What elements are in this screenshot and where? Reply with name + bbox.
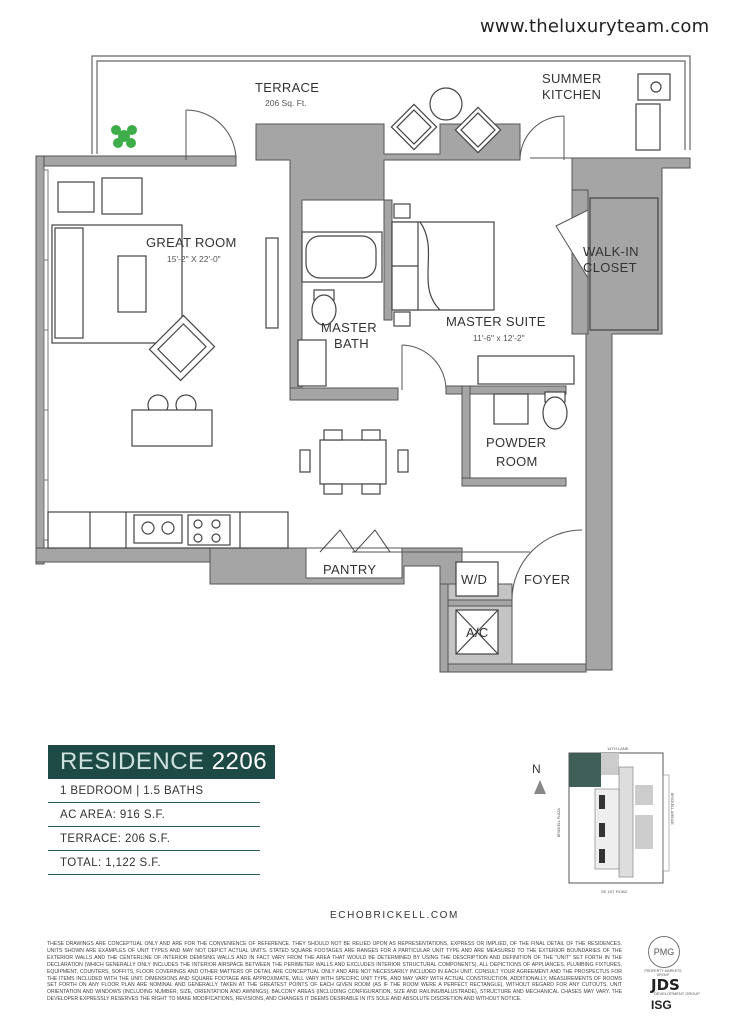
terrace-area-info: TERRACE: 206 S.F. xyxy=(60,833,171,845)
residence-title: RESIDENCE 2206 xyxy=(60,748,267,776)
keyplan-bottom-street: SE 1ST ROAD xyxy=(601,889,627,894)
terrace-railing xyxy=(91,55,691,154)
total-area: TOTAL: 1,122 S.F. xyxy=(60,857,161,869)
keyplan-right-street: BRICKELL AVENUE xyxy=(670,793,674,825)
terrace-label: TERRACE xyxy=(255,80,319,95)
divider xyxy=(48,874,260,875)
bed-icon xyxy=(391,203,495,327)
master-suite-dim: 11'-6" x 12'-2" xyxy=(473,333,525,343)
floor-plan: TERRACE 206 Sq. Ft. SUMMER KITCHEN GREAT… xyxy=(35,55,691,673)
beds-baths: 1 BEDROOM | 1.5 BATHS xyxy=(60,785,204,797)
walk-in-closet-label-2: CLOSET xyxy=(583,260,637,275)
armchair-icon xyxy=(57,181,95,213)
powder-room-label-2: ROOM xyxy=(496,454,538,469)
sofa-icon xyxy=(54,227,84,339)
powder-room-label-1: POWDER xyxy=(486,435,546,450)
divider xyxy=(48,802,260,803)
summer-kitchen-label-1: SUMMER xyxy=(542,71,602,86)
terrace-area: 206 Sq. Ft. xyxy=(265,98,307,108)
residence-banner xyxy=(48,745,275,779)
great-room-label: GREAT ROOM xyxy=(146,235,237,250)
great-room-dim: 15'-2" X 22'-0" xyxy=(167,254,221,264)
armchair-icon xyxy=(148,314,216,382)
toilet-icon xyxy=(311,289,337,326)
wd-label: W/D xyxy=(461,572,487,587)
walk-in-closet-label-1: WALK-IN xyxy=(583,244,639,259)
jds-logo-sub: DEVELOPMENT GROUP xyxy=(654,991,700,996)
toilet-icon xyxy=(542,391,568,430)
master-bath-label-2: BATH xyxy=(334,336,369,351)
jds-logo: JDS xyxy=(651,976,680,994)
residence-label: RESIDENCE xyxy=(60,748,205,775)
master-bath-label-1: MASTER xyxy=(321,320,377,335)
divider xyxy=(48,850,260,851)
north-arrow-icon xyxy=(534,780,546,794)
ac-label: A/C xyxy=(466,625,489,640)
plant-icon xyxy=(111,125,137,148)
pantry-label: PANTRY xyxy=(323,562,376,577)
website-url[interactable]: www.theluxuryteam.com xyxy=(480,16,710,37)
keyplan-left-street: BRICKELL PLAZA xyxy=(557,807,561,837)
walls xyxy=(35,123,691,673)
bathtub-icon xyxy=(301,231,383,283)
armchair-icon xyxy=(101,177,143,215)
summer-kitchen-label-2: KITCHEN xyxy=(542,87,601,102)
keyplan-top-street: 14TH LANE xyxy=(607,746,629,751)
dining-table-icon xyxy=(299,429,409,495)
pmg-logo-text: PROPERTY MARKETS GROUP xyxy=(644,969,682,977)
furniture xyxy=(47,73,671,655)
sink-icon xyxy=(133,514,183,544)
north-label: N xyxy=(532,762,541,776)
pmg-logo: PMG xyxy=(648,936,680,968)
isg-logo: ISG xyxy=(651,998,672,1012)
echo-brickell-url[interactable]: ECHOBRICKELL.COM xyxy=(330,910,459,921)
residence-number: 2206 xyxy=(211,748,268,775)
disclaimer: THESE DRAWINGS ARE CONCEPTUAL ONLY AND A… xyxy=(47,941,622,1003)
ac-area: AC AREA: 916 S.F. xyxy=(60,809,166,821)
windows xyxy=(43,169,49,541)
doors xyxy=(185,109,589,601)
divider xyxy=(48,826,260,827)
key-plan: 14TH LANE SE 1ST ROAD BRICKELL PLAZA BRI… xyxy=(557,746,674,894)
master-suite-label: MASTER SUITE xyxy=(446,314,546,329)
foyer-label: FOYER xyxy=(524,572,570,587)
